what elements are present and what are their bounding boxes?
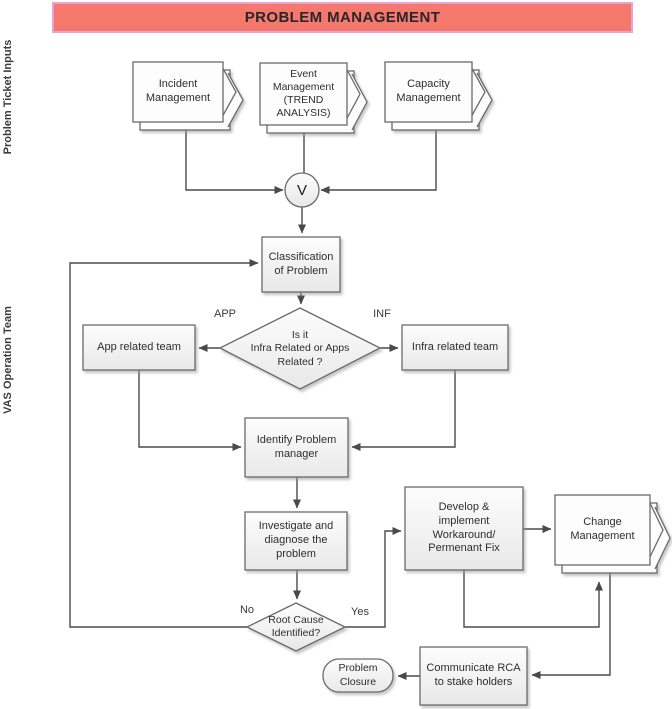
node-change-management-shape <box>554 494 671 574</box>
junction-or-shape <box>284 172 320 208</box>
node-app-team: App related team <box>97 340 181 353</box>
node-develop-workaround: Develop & implement Workaround/ Permenan… <box>428 501 500 555</box>
terminator-problem-closure-shape <box>322 658 394 693</box>
title-banner: PROBLEM MANAGEMENT <box>52 2 633 33</box>
connector-lines <box>69 130 611 680</box>
node-communicate-rca-shape <box>419 646 528 706</box>
edge-label-yes: Yes <box>351 606 369 618</box>
node-infra-team: Infra related team <box>411 340 499 353</box>
node-change-management: Change Management <box>570 516 635 542</box>
node-incident-management-shape <box>132 61 244 131</box>
decision-root-cause-shape <box>245 602 347 652</box>
node-incident-management: Incident Management <box>145 78 211 104</box>
node-identify-problem-manager-shape <box>244 417 349 478</box>
node-investigate: Investigate and diagnose the problem <box>258 520 334 560</box>
node-investigate-shape <box>244 511 348 571</box>
node-identify-problem-manager: Identify Problem manager <box>256 433 337 460</box>
edge-label-app: APP <box>213 308 236 320</box>
node-infra-team-shape <box>401 324 509 371</box>
node-capacity-management-shape <box>384 61 493 131</box>
edge-label-no: No <box>239 604 255 616</box>
node-event-management-shape <box>259 62 368 134</box>
node-develop-workaround-shape <box>404 486 524 571</box>
junction-or: V <box>296 181 307 199</box>
decision-infra-or-apps-shape <box>218 307 382 390</box>
terminator-problem-closure: Problem Closure <box>338 662 378 688</box>
node-classification: Classification of Problem <box>268 250 334 277</box>
node-event-management: Event Management (TREND ANALYSIS) <box>272 67 335 120</box>
page-title: PROBLEM MANAGEMENT <box>244 9 441 26</box>
node-app-team-shape <box>82 324 196 371</box>
edge-label-inf: INF <box>373 308 391 320</box>
node-classification-shape <box>261 236 341 293</box>
decision-infra-or-apps: Is it Infra Related or Apps Related ? <box>250 329 350 368</box>
node-communicate-rca: Communicate RCA to stake holders <box>426 662 521 688</box>
node-capacity-management: Capacity Management <box>396 78 461 104</box>
decision-root-cause: Root Cause Identified? <box>268 613 324 639</box>
